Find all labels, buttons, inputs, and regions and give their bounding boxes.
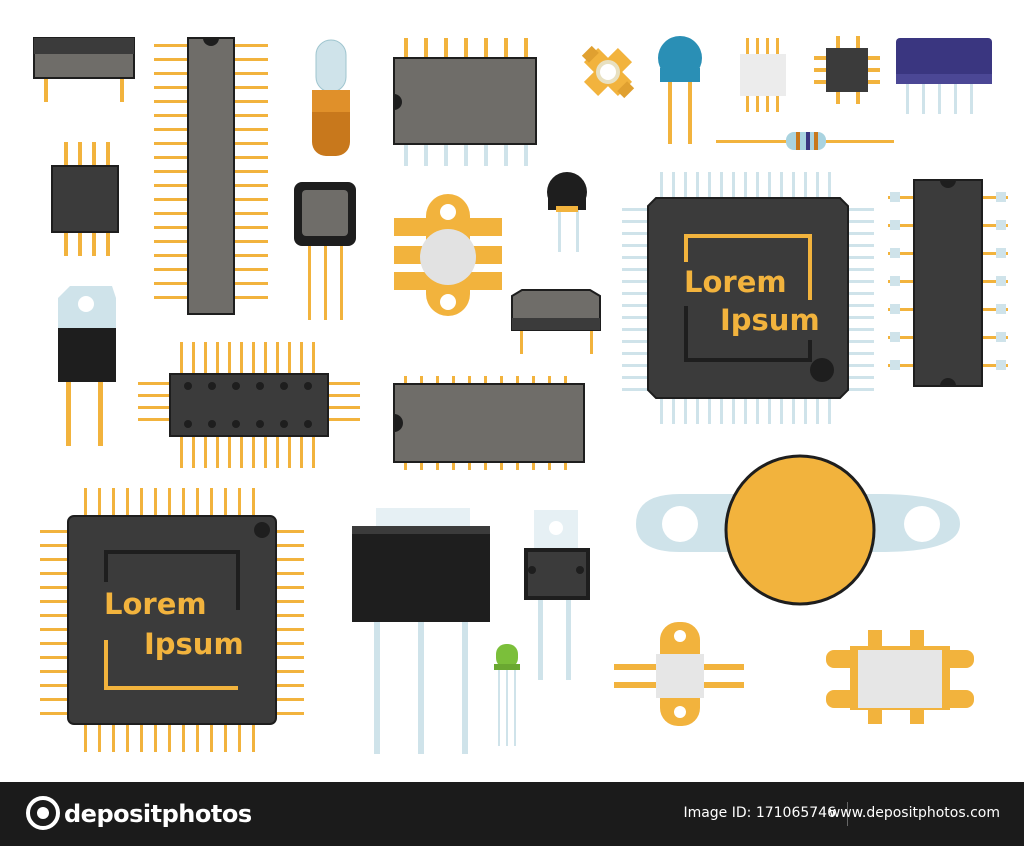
green-led-icon bbox=[494, 644, 520, 746]
large-chip-text-line1: Lorem bbox=[684, 265, 787, 299]
dip-ic-middle-icon bbox=[393, 376, 585, 470]
dip-ic-tall-icon bbox=[154, 37, 268, 315]
small-crystal-icon bbox=[511, 289, 601, 354]
power-transistor-large-icon bbox=[352, 508, 490, 754]
gold-flange-component-icon bbox=[394, 194, 502, 316]
white-small-chip-icon bbox=[740, 38, 786, 112]
orange-led-icon bbox=[312, 39, 350, 156]
dip-ic-right-icon bbox=[888, 179, 1008, 387]
resistor-icon bbox=[716, 132, 894, 150]
round-power-component-icon bbox=[636, 454, 960, 606]
rf-module-gold-icon bbox=[826, 630, 974, 724]
crystal-oscillator-icon bbox=[33, 37, 135, 102]
small-dark-chip-icon bbox=[814, 36, 880, 104]
image-id-text: Image ID: 171065746 bbox=[683, 805, 836, 821]
gold-quad-component-icon bbox=[581, 45, 635, 99]
site-url: www.depositphotos.com bbox=[828, 805, 1000, 821]
voltage-regulator-icon bbox=[58, 286, 116, 446]
footer-divider bbox=[847, 802, 848, 826]
soic-chip-middle-icon bbox=[138, 342, 360, 468]
large-processor-chip: Lorem Ipsum bbox=[622, 172, 874, 424]
small-chip-text-line1: Lorem bbox=[104, 587, 207, 621]
small-to220-transistor-icon bbox=[524, 510, 590, 680]
square-transistor-icon bbox=[294, 182, 356, 320]
components-illustration: Lorem Ipsum bbox=[33, 36, 1008, 754]
small-processor-chip: Lorem Ipsum bbox=[40, 488, 304, 752]
soic-chip-icon bbox=[393, 38, 537, 166]
small-soic-left-icon bbox=[51, 142, 119, 256]
purple-module-icon bbox=[896, 38, 992, 114]
ceramic-capacitor-blue-icon bbox=[658, 36, 702, 144]
ceramic-capacitor-black-icon bbox=[547, 172, 587, 252]
footer-bar: depositphotos Image ID: 171065746 www.de… bbox=[0, 782, 1024, 846]
brand-name: depositphotos bbox=[64, 800, 252, 828]
depositphotos-logo-icon bbox=[26, 796, 60, 830]
small-chip-text-line2: Ipsum bbox=[144, 627, 244, 661]
large-chip-text-line2: Ipsum bbox=[720, 303, 820, 337]
rf-transistor-small-icon bbox=[614, 622, 744, 726]
